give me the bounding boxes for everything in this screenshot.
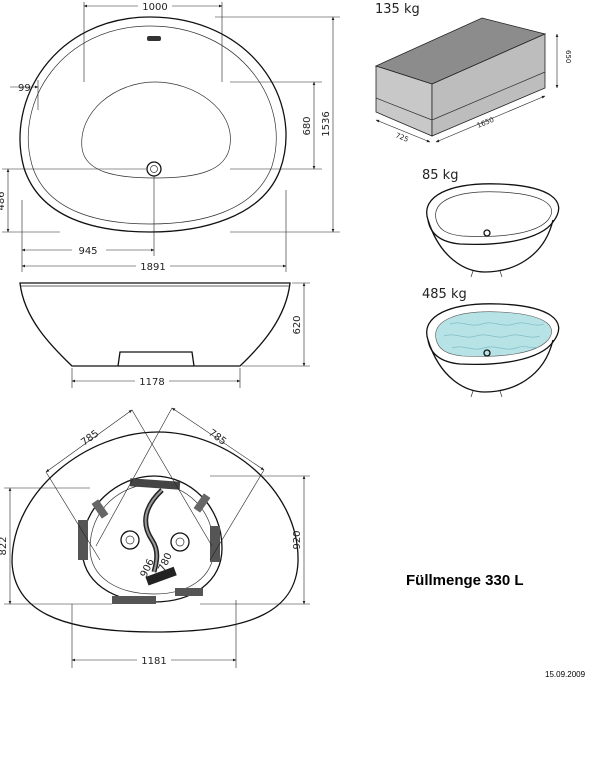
dim-base-width: 1178 <box>139 377 164 388</box>
filled-tub-rim <box>426 303 560 365</box>
water-surface <box>435 311 552 357</box>
dim-box-height: 650 <box>564 50 572 63</box>
empty-weight: 85 kg <box>422 168 458 183</box>
pump-left-icon <box>120 530 140 550</box>
empty-tub-rim <box>426 183 560 245</box>
siphon-icon <box>145 566 177 586</box>
dim-top-width: 1000 <box>142 2 167 13</box>
side-view: 620 1178 <box>19 282 310 388</box>
tub-basin <box>81 81 231 179</box>
packaging-weight: 135 kg <box>375 2 420 17</box>
top-view: 1000 99 680 1536 486 945 1891 <box>0 0 340 273</box>
bracket-icon <box>129 478 181 490</box>
filled-tub-drain-icon <box>483 349 491 357</box>
empty-tub-3d: 85 kg <box>422 168 560 278</box>
filled-tub-body <box>427 339 554 393</box>
dim-box-depth: 725 <box>394 131 409 143</box>
dim-right-height: 920 <box>292 530 303 549</box>
drain-icon <box>146 161 162 177</box>
tub-feet <box>117 351 195 367</box>
packaging-box: 135 kg 650 725 1650 <box>374 2 572 144</box>
dim-bottom-width: 1181 <box>141 656 166 667</box>
dim-drain-offset: 486 <box>0 191 7 210</box>
capacity-label: Füllmenge 330 L <box>406 572 524 589</box>
tub-inner-rim <box>27 25 277 225</box>
empty-tub-body <box>427 219 554 273</box>
dim-drain-from-left: 945 <box>78 246 97 257</box>
drawing-date: 15.09.2009 <box>545 670 586 679</box>
pump-right-icon <box>170 532 190 552</box>
dim-height: 620 <box>292 315 303 334</box>
dim-rim-offset: 99 <box>18 83 31 94</box>
install-tub-outline <box>11 431 299 633</box>
dim-inner-depth: 680 <box>302 116 313 135</box>
filled-tub-3d: 485 kg <box>422 287 560 398</box>
overflow-icon <box>147 36 161 41</box>
dim-left-height: 822 <box>0 536 9 555</box>
tub-side-profile <box>19 282 291 367</box>
dim-total-width: 1891 <box>140 262 165 273</box>
empty-tub-drain-icon <box>483 229 491 237</box>
dim-box-length: 1650 <box>476 116 496 130</box>
dim-side-b: 785 <box>206 428 228 448</box>
filled-weight: 485 kg <box>422 287 467 302</box>
installation-view: 906 780 785 785 822 920 1181 <box>0 407 310 668</box>
dim-length: 1536 <box>321 111 332 136</box>
